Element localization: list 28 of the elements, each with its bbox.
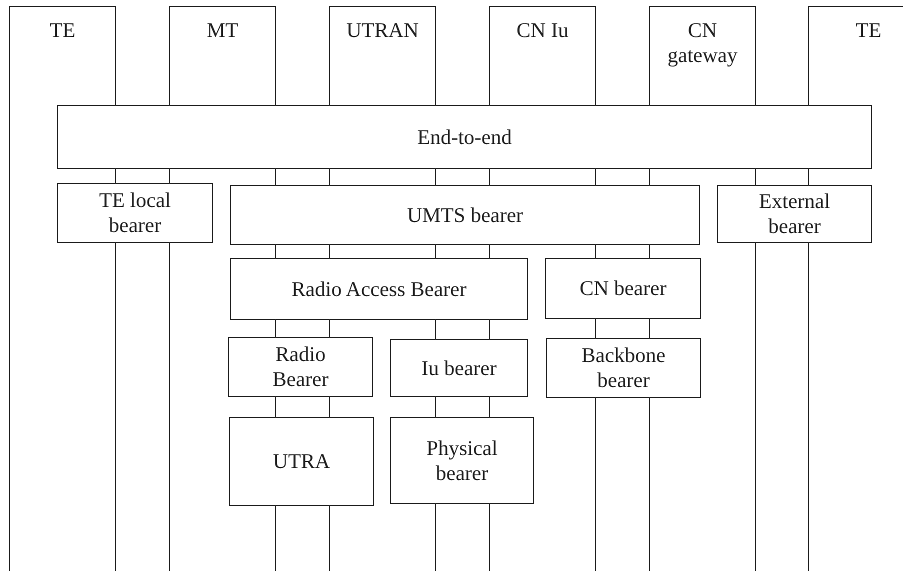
column-heading: MT bbox=[206, 18, 240, 43]
bearer-label: Radio Bearer bbox=[272, 342, 330, 392]
bearer-box bbox=[228, 337, 373, 397]
bearer-box bbox=[390, 417, 534, 504]
bearer-box bbox=[717, 185, 872, 243]
bearer-label: Physical bearer bbox=[425, 436, 499, 486]
bearer-label: External bearer bbox=[758, 189, 832, 239]
bearer-label: TE local bearer bbox=[98, 188, 172, 238]
bearer-box bbox=[230, 185, 700, 245]
bearer-label: Iu bearer bbox=[420, 356, 498, 380]
column-heading: CN gateway bbox=[666, 18, 738, 68]
column-heading: UTRAN bbox=[345, 18, 420, 43]
bearer-label: UMTS bearer bbox=[406, 202, 524, 228]
bearer-label: Radio Access Bearer bbox=[290, 276, 468, 302]
bearer-label: CN bearer bbox=[578, 276, 668, 301]
column-heading: CN Iu bbox=[516, 18, 570, 43]
bearer-label: Backbone bearer bbox=[580, 343, 666, 393]
bearer-box bbox=[57, 105, 872, 169]
bearer-box bbox=[230, 258, 528, 320]
column-heading: TE bbox=[48, 18, 76, 43]
bearer-label: End-to-end bbox=[416, 124, 513, 150]
bearer-box bbox=[57, 183, 213, 243]
bearer-box bbox=[546, 338, 701, 398]
bearer-box bbox=[545, 258, 701, 319]
bearer-box bbox=[229, 417, 374, 506]
column-heading: TE bbox=[854, 18, 882, 43]
bearer-box bbox=[390, 339, 528, 397]
bearer-label: UTRA bbox=[272, 449, 332, 474]
